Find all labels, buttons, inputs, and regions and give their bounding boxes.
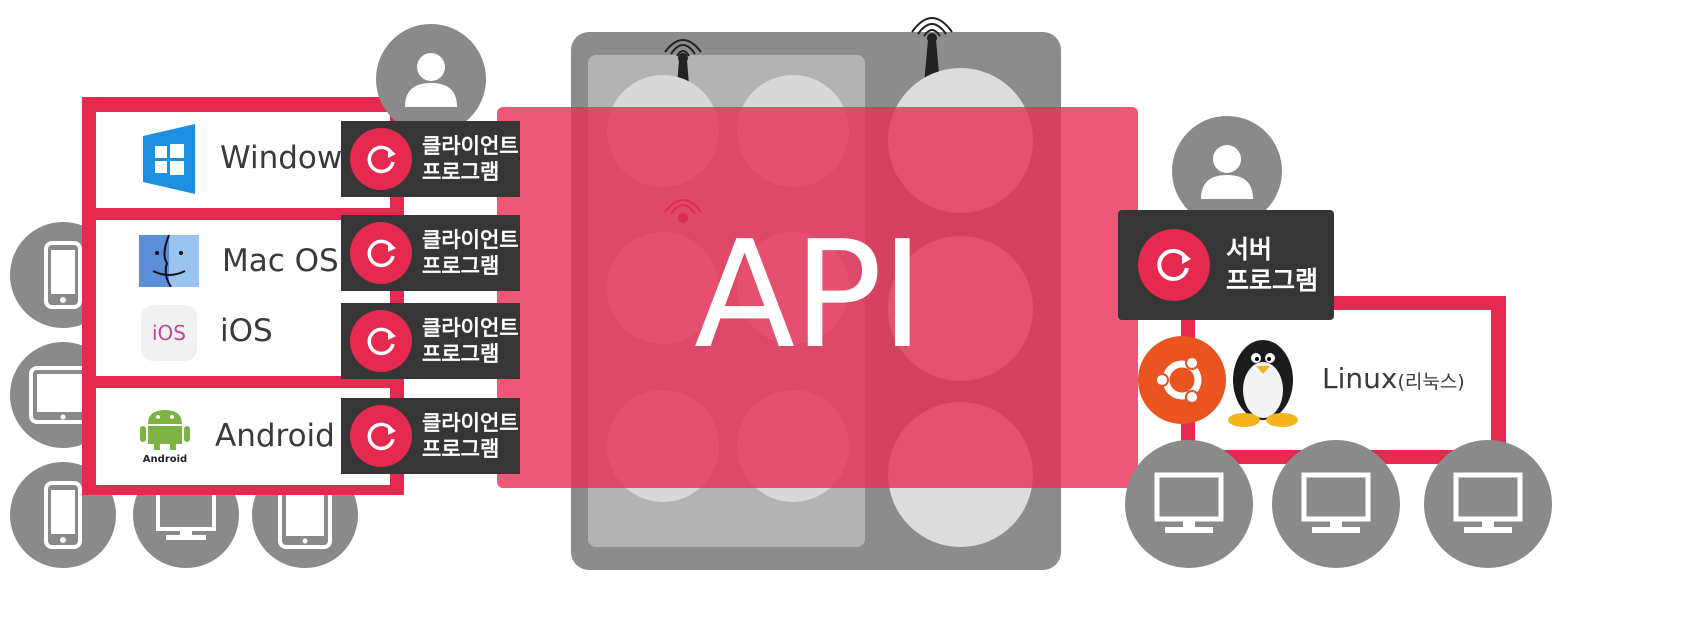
sync-icon — [1138, 229, 1210, 301]
os-label-window: Window — [220, 140, 343, 176]
client-program-line1: 클라이언트 — [422, 316, 519, 340]
sync-icon — [350, 310, 412, 372]
sync-icon — [350, 405, 412, 467]
client-user-avatar — [376, 24, 486, 134]
smartphone-icon — [44, 481, 82, 549]
user-icon — [405, 53, 457, 107]
windows-logo-icon — [143, 124, 195, 194]
os-label-android: Android — [215, 418, 335, 454]
client-program-line1: 클라이언트 — [422, 228, 519, 252]
ios-logo-icon: iOS — [141, 305, 197, 361]
server-program-line1: 서버 — [1226, 235, 1273, 264]
user-icon — [1201, 145, 1253, 199]
smartphone-icon — [44, 241, 82, 309]
client-program-line2: 프로그램 — [422, 254, 500, 278]
server-program-line2: 프로그램 — [1226, 266, 1319, 295]
client-program-line1: 클라이언트 — [422, 134, 519, 158]
sync-icon — [350, 222, 412, 284]
monitor-icon — [1453, 472, 1523, 533]
monitor-icon — [1154, 472, 1224, 533]
android-logo-text: Android — [142, 454, 188, 465]
server-desktop-circle-3 — [1424, 440, 1552, 568]
linux-name: Linux — [1322, 362, 1398, 395]
linux-suffix: (리눅스) — [1397, 371, 1465, 393]
client-program-line2: 프로그램 — [422, 437, 500, 461]
api-overlay — [497, 107, 1138, 488]
tablet-icon — [278, 481, 332, 549]
os-label-ios: iOS — [220, 313, 273, 349]
client-program-line2: 프로그램 — [422, 342, 500, 366]
client-program-line2: 프로그램 — [422, 160, 500, 184]
ubuntu-logo-icon — [1138, 336, 1226, 424]
monitor-icon — [156, 489, 216, 540]
ios-logo-text: iOS — [152, 321, 186, 345]
os-label-macos: Mac OS — [222, 243, 339, 279]
linux-tux-icon — [1222, 332, 1304, 428]
api-label: API — [694, 209, 924, 381]
linux-label: Linux(리눅스) — [1322, 362, 1465, 395]
client-program-line1: 클라이언트 — [422, 411, 519, 435]
server-desktop-circle — [1125, 440, 1253, 568]
sync-icon — [350, 128, 412, 190]
mac-finder-icon — [139, 234, 199, 288]
server-user-avatar — [1172, 116, 1282, 226]
android-logo-icon: Android — [140, 404, 190, 466]
monitor-icon — [1301, 472, 1371, 533]
server-desktop-circle-2 — [1272, 440, 1400, 568]
